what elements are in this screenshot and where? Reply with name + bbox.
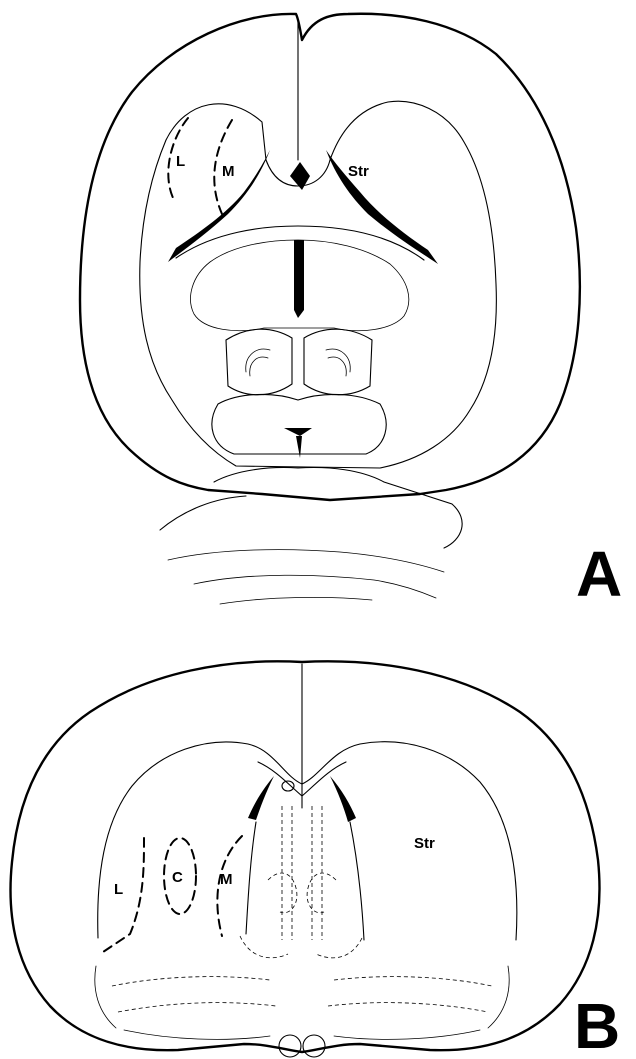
section-a-midbrain-right xyxy=(304,329,372,395)
section-a-cerebellum xyxy=(160,468,462,548)
section-b-marker-circle xyxy=(282,781,294,791)
section-b-label-medial: M xyxy=(220,871,233,888)
section-a: L M Str A xyxy=(80,14,622,610)
panel-label-a: A xyxy=(576,538,622,610)
section-b-striatum-border-left xyxy=(246,822,256,934)
section-b-label-striatum: Str xyxy=(414,835,435,852)
section-a-ventricle-right xyxy=(326,150,438,264)
section-a-label-striatum: Str xyxy=(348,163,369,180)
panel-label-b: B xyxy=(574,990,620,1059)
section-b-ventricle-right xyxy=(330,776,356,822)
section-a-cerebellum-folia xyxy=(168,550,444,604)
section-a-colliculus-left xyxy=(246,349,270,376)
section-b-striatum-border-right xyxy=(350,822,364,940)
section-a-colliculus-right xyxy=(326,349,350,376)
section-b-outer-outline xyxy=(11,661,600,1052)
section-b-ventricle-left xyxy=(248,776,274,820)
section-b-label-lateral: L xyxy=(114,881,123,898)
section-b-basal-structures xyxy=(112,936,492,1012)
section-a-label-lateral: L xyxy=(176,153,185,170)
section-a-outer-outline xyxy=(80,14,580,500)
section-a-label-medial: M xyxy=(222,163,235,180)
section-b-label-central: C xyxy=(172,869,183,886)
section-b-ventral-cortex xyxy=(95,966,509,1039)
section-b-olfactory-circle-right xyxy=(303,1035,325,1057)
section-b: L C M Str B xyxy=(11,661,621,1059)
section-b-septal-structures xyxy=(268,806,336,940)
section-b-callosum-outline xyxy=(98,742,517,940)
section-a-third-ventricle xyxy=(294,240,304,318)
section-b-olfactory-circle-left xyxy=(279,1035,301,1057)
section-a-midbrain-left xyxy=(226,329,292,395)
